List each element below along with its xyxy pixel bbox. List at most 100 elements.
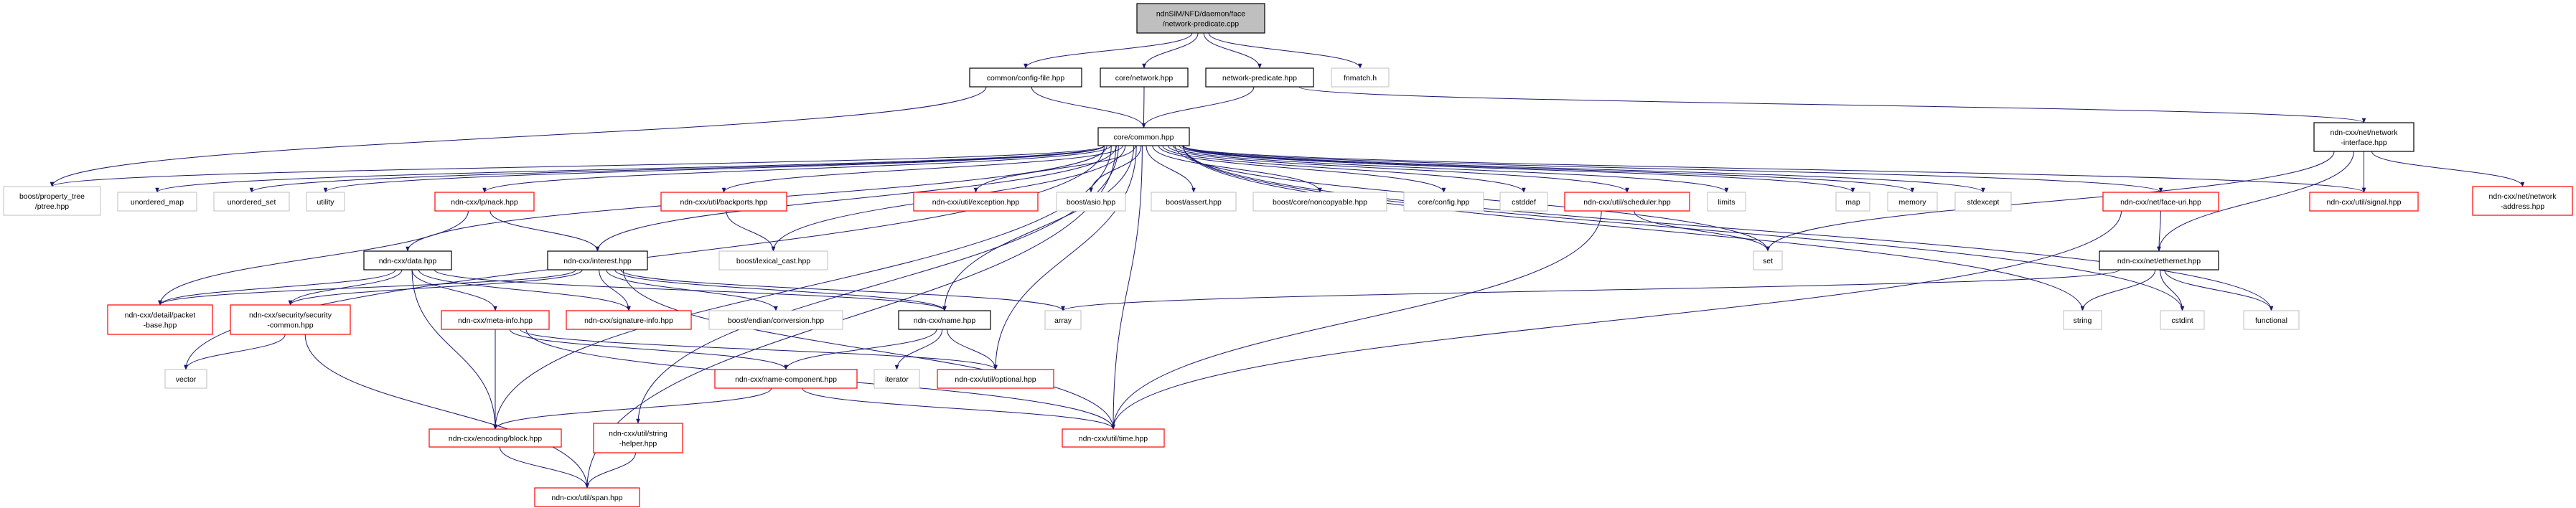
- edge-common-to-ptree: [50, 145, 1105, 187]
- node-label: -base.hpp: [144, 321, 177, 330]
- node-name[interactable]: ndn-cxx/name.hpp: [898, 310, 991, 330]
- node-label: ndn-cxx/net/network: [2489, 192, 2557, 201]
- node-label: iterator: [885, 375, 909, 384]
- node-siginfo[interactable]: ndn-cxx/signature-info.hpp: [566, 310, 692, 330]
- node-box: [1753, 250, 1783, 271]
- node-nack[interactable]: ndn-cxx/lp/nack.hpp: [434, 192, 535, 212]
- node-box: [2160, 310, 2205, 330]
- node-label: map: [1845, 198, 1860, 207]
- node-packetbase[interactable]: ndn-cxx/detail/packet-base.hpp: [107, 304, 213, 335]
- node-netpred[interactable]: network-predicate.hpp: [1205, 67, 1314, 88]
- edge-ethernet-to-cstdint: [2160, 269, 2185, 311]
- node-stdexcept: stdexcept: [1954, 192, 2012, 212]
- node-metainfo[interactable]: ndn-cxx/meta-info.hpp: [441, 310, 550, 330]
- edge-common-to-faceuri: [1183, 145, 2163, 193]
- node-optional[interactable]: ndn-cxx/util/optional.hpp: [937, 369, 1054, 389]
- edge-nack-to-interest: [490, 210, 600, 252]
- node-backports[interactable]: ndn-cxx/util/backports.hpp: [660, 192, 787, 212]
- node-box: [660, 192, 787, 212]
- nodes-layer: ndnSIM/NFD/daemon/face/network-predicate…: [3, 3, 2573, 507]
- edge-data-to-block: [411, 269, 497, 430]
- edge-netif-to-set: [1766, 151, 2335, 252]
- edge-strhelper-to-span: [585, 452, 636, 489]
- node-label: -interface.hpp: [2341, 138, 2387, 147]
- node-label: array: [1054, 316, 1072, 325]
- edge-metainfo-to-optional: [520, 329, 998, 370]
- edge-data-to-metainfo: [411, 269, 497, 311]
- node-utility: utility: [306, 192, 345, 212]
- node-exception[interactable]: ndn-cxx/util/exception.hpp: [913, 192, 1039, 212]
- node-label: -helper.hpp: [619, 440, 657, 448]
- node-box: [2313, 122, 2415, 152]
- node-box: [1100, 67, 1189, 88]
- node-strhelper[interactable]: ndn-cxx/util/string -helper.hpp: [593, 423, 683, 453]
- edge-interest-to-name: [614, 269, 947, 311]
- node-label: boost/property_tree: [19, 192, 85, 201]
- node-label: boost/assert.hpp: [1166, 198, 1222, 207]
- edge-common-to-utility: [323, 145, 1105, 193]
- edge-netif-to-ethernet: [2157, 151, 2354, 252]
- node-box: [1252, 192, 1387, 212]
- node-box: [913, 192, 1039, 212]
- node-seccommon[interactable]: ndn-cxx/security/security-common.hpp: [230, 304, 351, 335]
- edge-root-to-fnmatch: [1208, 32, 1362, 69]
- node-label: ndn-cxx/data.hpp: [379, 257, 437, 265]
- edge-common-to-umap: [155, 145, 1105, 193]
- edge-common-to-memory: [1181, 145, 1915, 193]
- node-netaddr[interactable]: ndn-cxx/net/network-address.hpp: [2472, 186, 2573, 216]
- edge-common-to-functional: [1183, 145, 2274, 311]
- node-namecomp[interactable]: ndn-cxx/name-component.hpp: [714, 369, 858, 389]
- edge-common-to-cstddef: [1162, 145, 1526, 193]
- node-root[interactable]: ndnSIM/NFD/daemon/face/network-predicate…: [1136, 3, 1265, 34]
- node-label: stdexcept: [1967, 198, 2000, 207]
- node-box: [1403, 192, 1484, 212]
- node-label: /network-predicate.cpp: [1163, 20, 1239, 29]
- node-block[interactable]: ndn-cxx/encoding/block.hpp: [428, 428, 562, 448]
- node-corenetwork[interactable]: core/network.hpp: [1100, 67, 1189, 88]
- node-label: ndn-cxx/net/face-uri.hpp: [2120, 198, 2201, 207]
- edge-name-to-namecomp: [784, 329, 937, 370]
- edge-common-to-nack: [482, 145, 1112, 193]
- node-netif[interactable]: ndn-cxx/net/network-interface.hpp: [2313, 122, 2415, 152]
- edge-interest-to-time: [622, 269, 1115, 430]
- edge-common-to-assert: [1146, 145, 1196, 193]
- node-cstdint: cstdint: [2160, 310, 2205, 330]
- node-box: [1331, 67, 1390, 88]
- node-box: [306, 192, 345, 212]
- node-ethernet[interactable]: ndn-cxx/net/ethernet.hpp: [2099, 250, 2219, 271]
- node-box: [566, 310, 692, 330]
- node-interest[interactable]: ndn-cxx/interest.hpp: [547, 250, 648, 271]
- node-label: ndn-cxx/util/string: [609, 430, 668, 438]
- node-box: [2472, 186, 2573, 216]
- edge-common-to-backports: [721, 145, 1123, 193]
- edge-root-to-configfile: [1024, 32, 1193, 69]
- node-box: [1707, 192, 1746, 212]
- node-box: [547, 250, 648, 271]
- node-box: [718, 250, 828, 271]
- node-faceuri[interactable]: ndn-cxx/net/face-uri.hpp: [2102, 192, 2219, 212]
- node-box: [714, 369, 858, 389]
- node-map: map: [1835, 192, 1870, 212]
- node-common[interactable]: core/common.hpp: [1097, 127, 1190, 146]
- node-label: vector: [176, 375, 197, 384]
- node-time[interactable]: ndn-cxx/util/time.hpp: [1062, 428, 1165, 448]
- node-label: cstdint: [2171, 316, 2193, 325]
- node-signal[interactable]: ndn-cxx/util/signal.hpp: [2309, 192, 2419, 212]
- edge-nack-to-packetbase: [158, 210, 469, 306]
- node-configfile[interactable]: common/config-file.hpp: [969, 67, 1082, 88]
- edge-interest-to-seccommon: [288, 269, 583, 306]
- node-data[interactable]: ndn-cxx/data.hpp: [363, 250, 452, 271]
- node-asio: boost/asio.hpp: [1056, 192, 1126, 212]
- edge-data-to-seccommon: [288, 269, 403, 306]
- node-span[interactable]: ndn-cxx/util/span.hpp: [534, 487, 640, 507]
- node-label: ndnSIM/NFD/daemon/face: [1156, 10, 1245, 19]
- edge-namecomp-to-time: [802, 387, 1115, 430]
- node-lexcast: boost/lexical_cast.hpp: [718, 250, 828, 271]
- edge-namecomp-to-block: [493, 387, 772, 430]
- node-label: boost/asio.hpp: [1067, 198, 1115, 207]
- node-scheduler[interactable]: ndn-cxx/util/scheduler.hpp: [1564, 192, 1690, 212]
- edge-name-to-iterator: [894, 329, 943, 370]
- edge-common-to-time: [1111, 145, 1143, 430]
- edge-metainfo-to-namecomp: [509, 329, 788, 370]
